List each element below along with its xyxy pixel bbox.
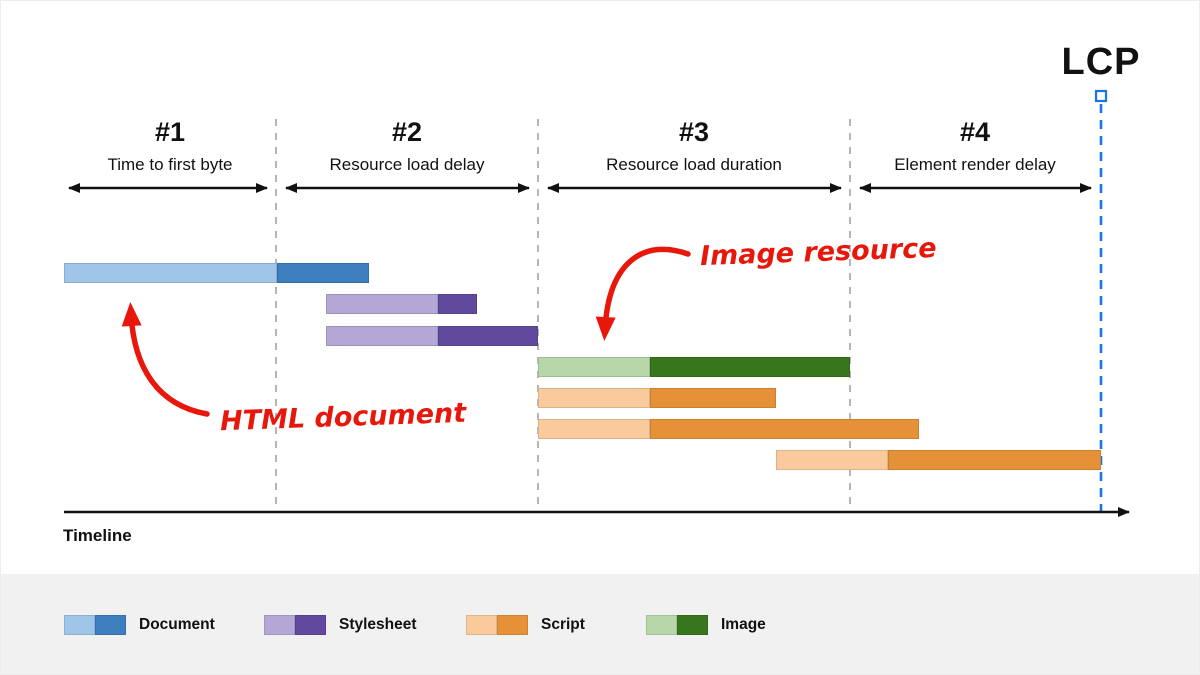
timeline-axis-label: Timeline <box>63 526 132 545</box>
stylesheet-bar-1-light-segment <box>326 294 438 314</box>
stylesheet-swatch-dark <box>295 615 326 635</box>
document-bar-light-segment <box>64 263 277 283</box>
legend-label-image: Image <box>721 616 766 633</box>
legend: Document Stylesheet Script Image <box>1 574 1199 674</box>
script-swatch-light <box>466 615 497 635</box>
image-swatch <box>646 615 708 635</box>
document-swatch-dark <box>95 615 126 635</box>
legend-item-image: Image <box>646 615 766 635</box>
script-swatch <box>466 615 528 635</box>
phase-3-header: #3 Resource load duration <box>554 117 834 175</box>
legend-item-document: Document <box>64 615 215 635</box>
phase-3-number: #3 <box>678 117 710 147</box>
script-swatch-dark <box>497 615 528 635</box>
image-swatch-dark <box>677 615 708 635</box>
phase-1-number: #1 <box>154 117 186 147</box>
legend-label-script: Script <box>541 616 585 633</box>
stylesheet-swatch <box>264 615 326 635</box>
phase-4-header: #4 Element render delay <box>835 117 1115 175</box>
stylesheet-bar-1-dark-segment <box>438 294 477 314</box>
document-swatch <box>64 615 126 635</box>
legend-label-stylesheet: Stylesheet <box>339 616 417 633</box>
legend-item-script: Script <box>466 615 585 635</box>
script-bar-1-dark-segment <box>650 388 776 408</box>
image-bar-dark-segment <box>650 357 850 377</box>
phase-1-label: Time to first byte <box>107 155 233 174</box>
phase-3-label: Resource load duration <box>606 155 782 174</box>
stylesheet-bar-2-light-segment <box>326 326 438 346</box>
script-bar-2-light-segment <box>538 419 650 439</box>
image-bar-light-segment <box>538 357 650 377</box>
script-bar-2-dark-segment <box>650 419 919 439</box>
phase-1-header: #1 Time to first byte <box>30 117 310 175</box>
document-bar-dark-segment <box>277 263 369 283</box>
phase-2-header: #2 Resource load delay <box>267 117 547 175</box>
legend-item-stylesheet: Stylesheet <box>264 615 417 635</box>
phase-2-label: Resource load delay <box>329 155 485 174</box>
phase-4-number: #4 <box>959 117 991 147</box>
script-bar-1-light-segment <box>538 388 650 408</box>
script-bar-3-dark-segment <box>888 450 1101 470</box>
stylesheet-bar-2-dark-segment <box>438 326 538 346</box>
document-swatch-light <box>64 615 95 635</box>
legend-label-document: Document <box>139 616 215 633</box>
phase-2-number: #2 <box>391 117 423 147</box>
lcp-label: LCP <box>1061 41 1141 83</box>
stylesheet-swatch-light <box>264 615 295 635</box>
script-bar-3-light-segment <box>776 450 888 470</box>
image-swatch-light <box>646 615 677 635</box>
phase-4-label: Element render delay <box>894 155 1056 174</box>
